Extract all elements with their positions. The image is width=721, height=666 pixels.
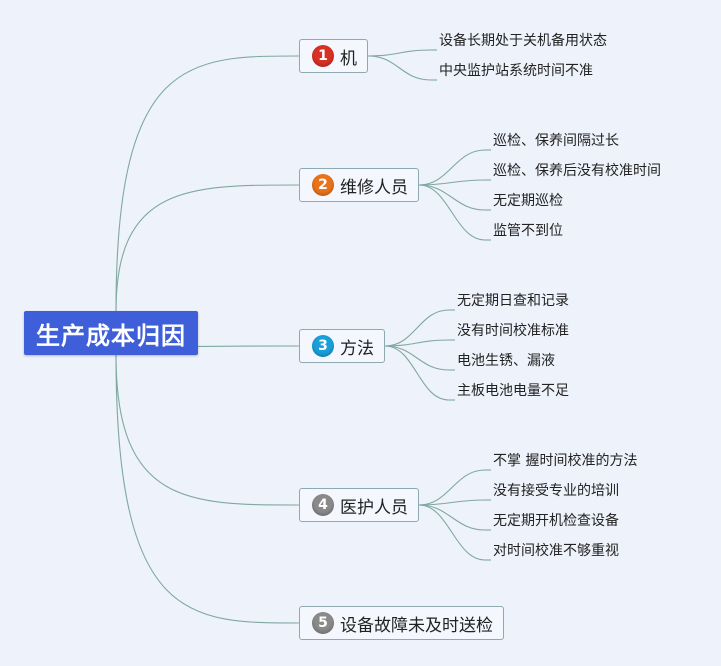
number-badge-4: 4 <box>312 494 334 516</box>
leaf-item[interactable]: 无定期巡检 <box>493 193 563 209</box>
leaf-item[interactable]: 设备长期处于关机备用状态 <box>439 33 607 49</box>
leaf-item[interactable]: 监管不到位 <box>493 223 563 239</box>
branch-medical-staff[interactable]: 4 医护人员 <box>299 488 419 522</box>
leaf-item[interactable]: 无定期日查和记录 <box>457 293 569 309</box>
branch-equipment-fault[interactable]: 5 设备故障未及时送检 <box>299 606 504 640</box>
leaf-item[interactable]: 电池生锈、漏液 <box>457 353 555 369</box>
leaf-item[interactable]: 没有时间校准标准 <box>457 323 569 339</box>
leaf-item[interactable]: 中央监护站系统时间不准 <box>439 63 593 79</box>
branch-label: 医护人员 <box>340 497 408 518</box>
branch-machine[interactable]: 1 机 <box>299 39 368 73</box>
leaf-item[interactable]: 对时间校准不够重视 <box>493 543 619 559</box>
branch-label: 设备故障未及时送检 <box>340 615 493 636</box>
root-topic[interactable]: 生产成本归因 <box>24 311 198 355</box>
leaf-item[interactable]: 主板电池电量不足 <box>457 383 569 399</box>
leaf-item[interactable]: 无定期开机检查设备 <box>493 513 619 529</box>
branch-maintenance-staff[interactable]: 2 维修人员 <box>299 168 419 202</box>
leaf-item[interactable]: 巡检、保养间隔过长 <box>493 133 619 149</box>
leaf-item[interactable]: 没有接受专业的培训 <box>493 483 619 499</box>
leaf-item[interactable]: 不掌 握时间校准的方法 <box>493 453 638 469</box>
root-title: 生产成本归因 <box>36 321 186 350</box>
branch-method[interactable]: 3 方法 <box>299 329 385 363</box>
branch-label: 机 <box>340 48 357 69</box>
number-badge-3: 3 <box>312 335 334 357</box>
branch-label: 维修人员 <box>340 177 408 198</box>
leaf-item[interactable]: 巡检、保养后没有校准时间 <box>493 163 661 179</box>
number-badge-2: 2 <box>312 174 334 196</box>
branch-label: 方法 <box>340 338 374 359</box>
number-badge-1: 1 <box>312 45 334 67</box>
number-badge-5: 5 <box>312 612 334 634</box>
